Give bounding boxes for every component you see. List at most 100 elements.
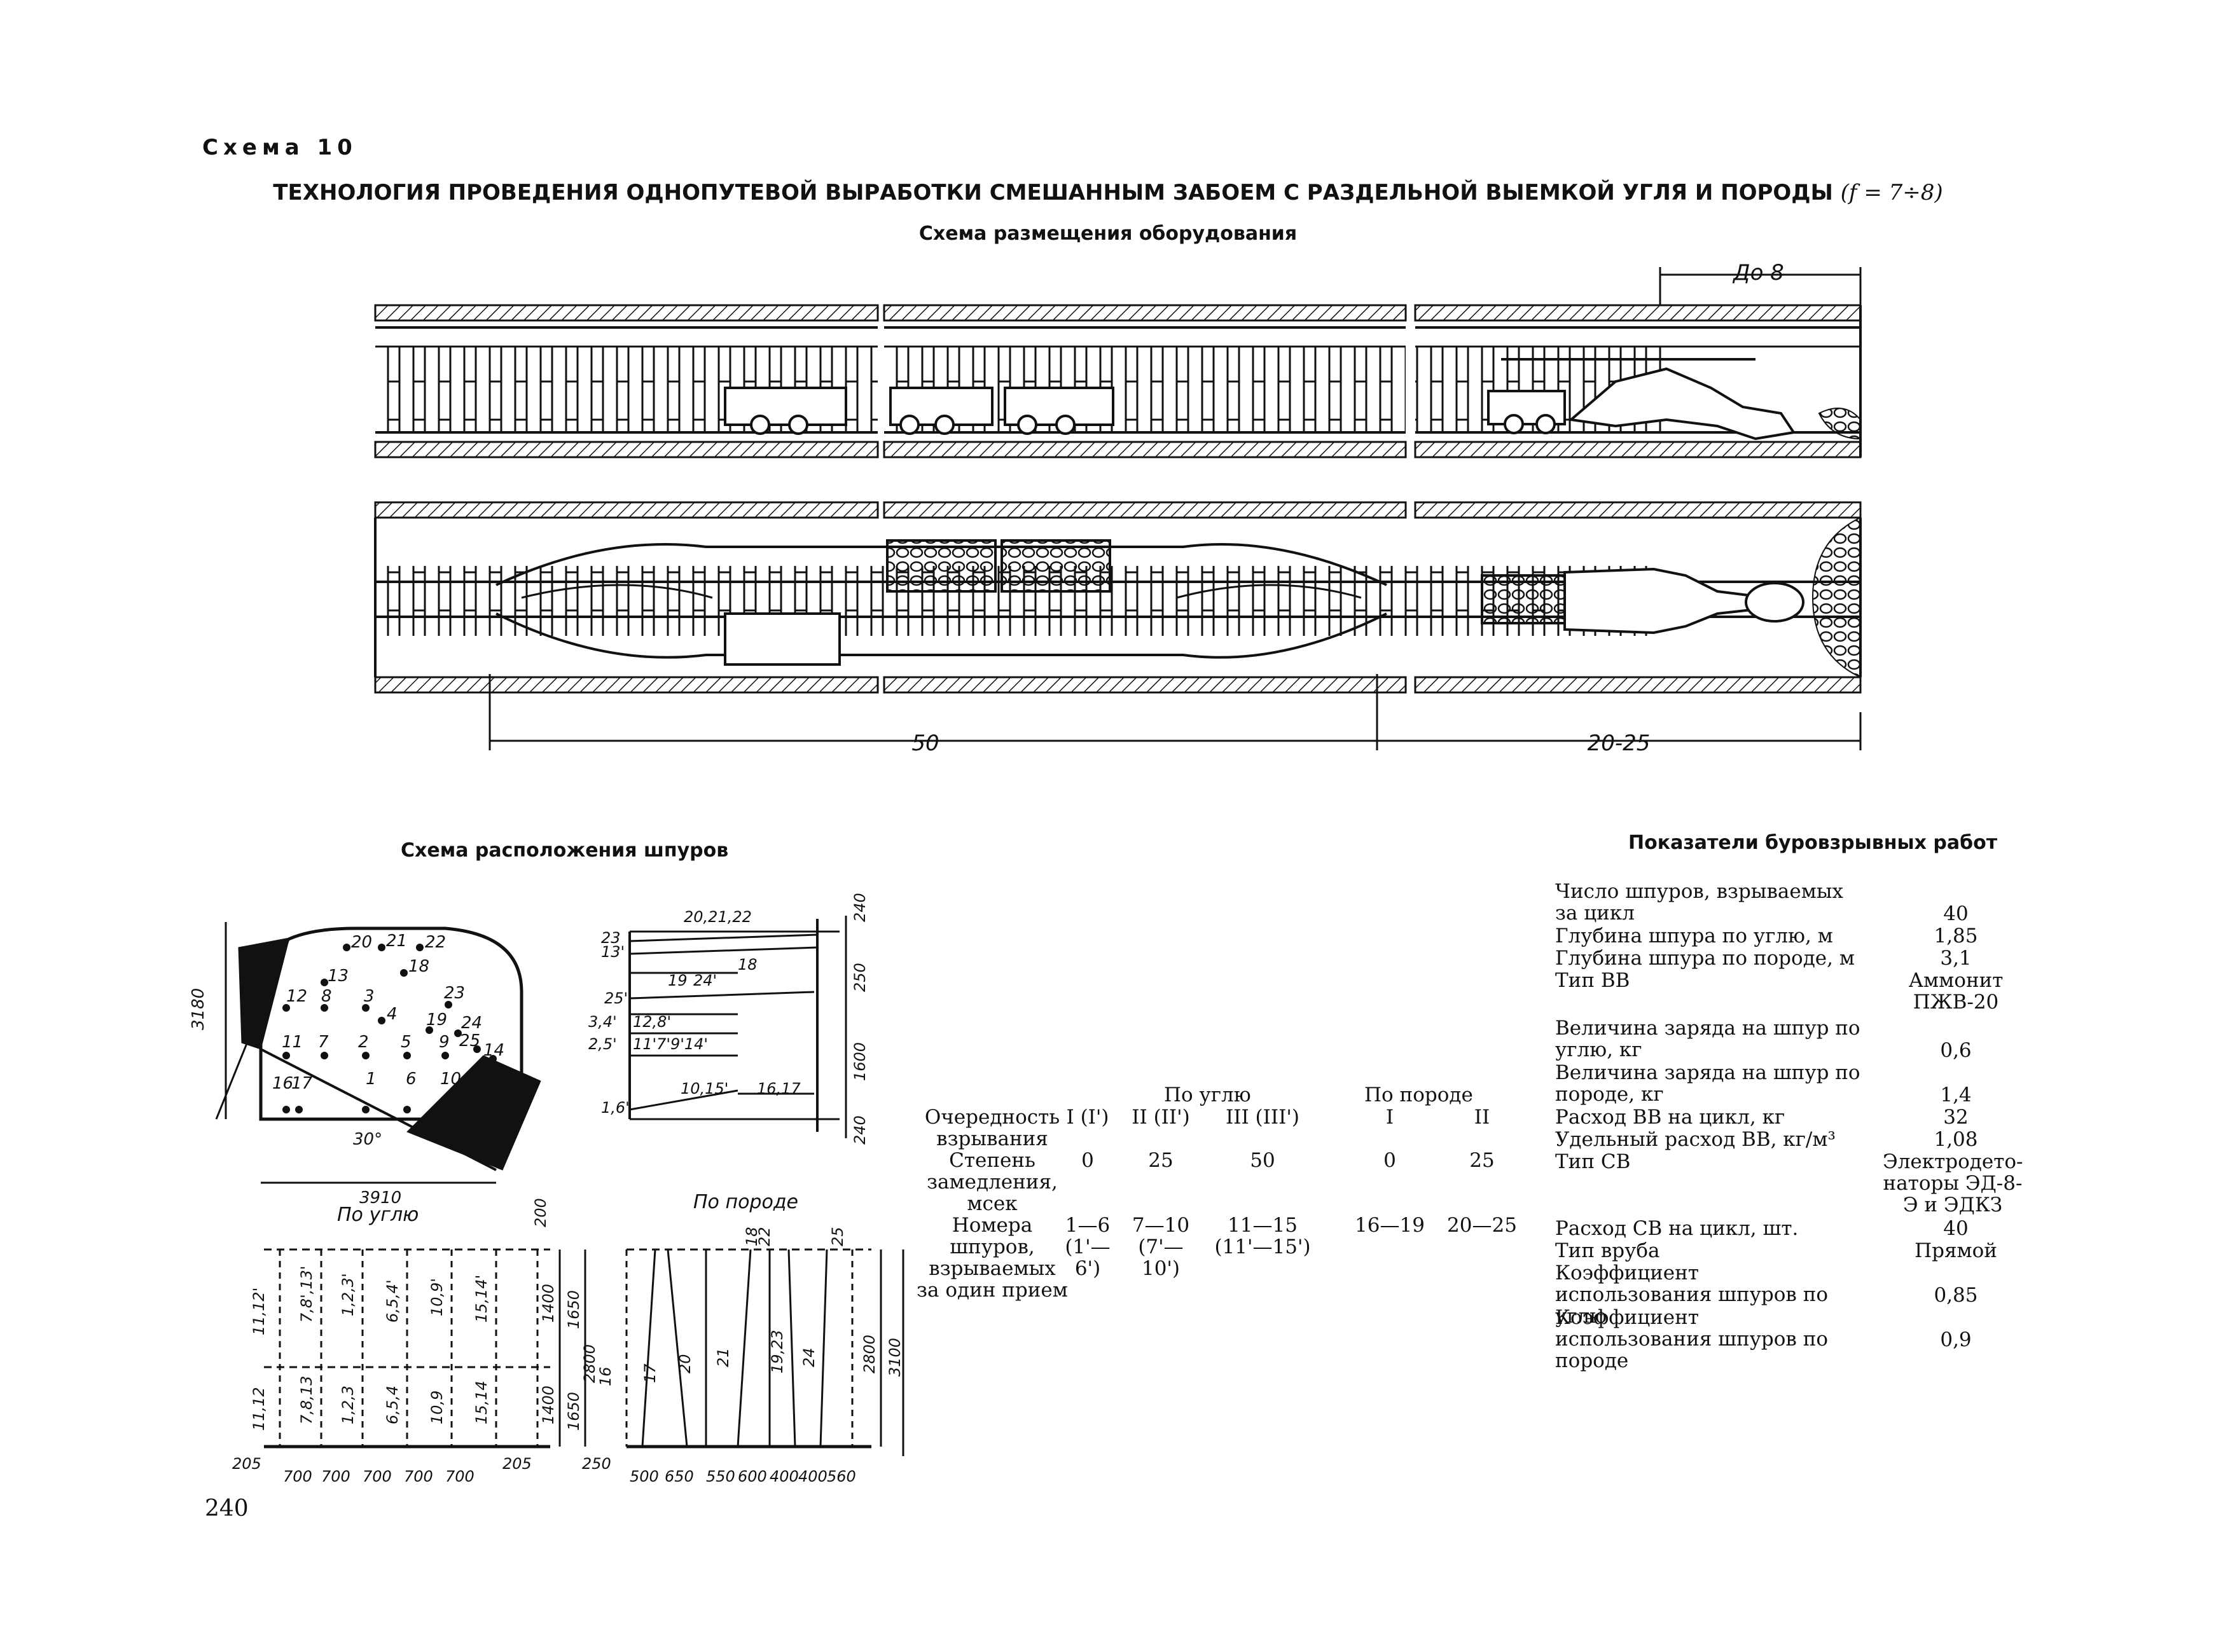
svg-text:19: 19	[426, 1010, 447, 1029]
coal-label-1: 7,8',13'	[298, 1265, 315, 1323]
cell: 25	[1148, 1149, 1174, 1172]
indicator-name: Величина заряда на шпур по породе, кг	[1555, 1061, 1860, 1106]
rock-label-2: 20	[676, 1354, 694, 1373]
svg-text:8: 8	[321, 987, 332, 1006]
coal-bdim-2: 700	[321, 1468, 350, 1485]
cell: 11—15 (11'—15')	[1214, 1214, 1311, 1258]
dim-label-top: До 8	[1732, 260, 1784, 286]
coal-label-9: 6,5,4	[384, 1386, 401, 1424]
rock-bdim-4: 600	[738, 1468, 767, 1485]
rock-label-4: 18	[743, 1227, 761, 1246]
cell: II	[1474, 1106, 1490, 1129]
rock-label-7: 24	[800, 1347, 818, 1367]
indicator-value: 3,1	[1940, 947, 1972, 970]
indicator-name: Глубина шпура по породе, м	[1555, 947, 1855, 970]
cell: 7—10 (7'— 10')	[1132, 1214, 1190, 1280]
cell: 1—6 (1'— 6')	[1065, 1214, 1111, 1280]
rock-bdim-7: 560	[827, 1468, 856, 1485]
indicators-title: Показатели буровзрывных работ	[1628, 832, 1998, 854]
page-number: 240	[205, 1496, 249, 1522]
equipment-scheme-drawing: До 8 50 20-25	[374, 260, 1862, 756]
side-label-24: 24'	[693, 972, 717, 989]
coal-label-5: 15,14'	[473, 1275, 490, 1323]
indicator-value: 0,6	[1940, 1039, 1972, 1062]
rock-label-1: 17	[641, 1363, 659, 1383]
side-label-13: 13'	[601, 943, 625, 961]
indicator-value: 40	[1943, 1217, 1969, 1240]
indicator-value: 0,85	[1934, 1284, 1978, 1307]
coal-dim-0: 200	[532, 1198, 550, 1227]
svg-text:5: 5	[401, 1033, 412, 1052]
indicator-name: Тип ВВ	[1555, 969, 1630, 992]
indicator-name: Удельный расход ВВ, кг/м³	[1555, 1128, 1836, 1151]
rock-label-0: 16	[597, 1366, 614, 1386]
coal-dim-4: 1400	[539, 1386, 557, 1424]
indicator-name: Величина заряда на шпур по углю, кг	[1555, 1017, 1860, 1061]
coal-bdim-5: 700	[445, 1468, 474, 1485]
row-name-order: Очередность взрывания	[924, 1106, 1060, 1150]
rock-dim-1: 3100	[886, 1338, 904, 1377]
title-suffix: (f = 7÷8)	[1840, 180, 1943, 205]
coal-label-8: 1,2,3	[339, 1386, 357, 1424]
side-dim-6: 1600	[851, 1042, 869, 1081]
svg-text:14: 14	[483, 1041, 504, 1060]
cell: II (II')	[1132, 1106, 1190, 1129]
svg-text:21: 21	[386, 932, 407, 951]
rock-bdim-5: 400	[770, 1468, 799, 1485]
cell: 0	[1081, 1149, 1094, 1172]
cell: III (III')	[1225, 1106, 1300, 1129]
coal-bdim-0: 205	[232, 1455, 261, 1473]
group-coal: По углю	[1164, 1084, 1251, 1106]
side-label-2-5: 2,5'	[588, 1035, 617, 1053]
rock-label-6: 22	[756, 1227, 773, 1246]
svg-text:16: 16	[272, 1074, 293, 1093]
coal-label-0: 11,12'	[250, 1288, 268, 1335]
svg-text:4: 4	[387, 1005, 398, 1024]
coal-bdim-1: 700	[283, 1468, 312, 1485]
dim-label-50: 50	[911, 731, 939, 756]
side-label-18: 18	[738, 956, 758, 974]
indicator-value: 40	[1943, 902, 1969, 925]
indicator-value: 1,85	[1934, 925, 1978, 947]
svg-text:24: 24	[461, 1014, 482, 1033]
svg-text:22: 22	[425, 933, 446, 952]
side-label-16-17: 16,17	[757, 1080, 801, 1098]
hole-layout-title: Схема расположения шпуров	[401, 839, 729, 862]
indicator-value: Прямой	[1915, 1239, 1997, 1262]
rock-label-8: 25	[829, 1227, 847, 1246]
side-label-3-4: 3,4'	[588, 1013, 617, 1031]
cell: 16—19	[1355, 1214, 1425, 1237]
rock-section-title: По породе	[693, 1191, 798, 1213]
indicator-name: Тип вруба	[1555, 1239, 1660, 1262]
svg-text:7: 7	[318, 1033, 329, 1052]
rock-bdim-3: 550	[706, 1468, 735, 1485]
indicator-name: Тип СВ	[1555, 1150, 1631, 1173]
side-label-1-6: 1,6'	[601, 1099, 630, 1117]
cell: 20—25	[1447, 1214, 1517, 1237]
coal-label-2: 1,2,3'	[339, 1273, 357, 1316]
title-text: ТЕХНОЛОГИЯ ПРОВЕДЕНИЯ ОДНОПУТЕВОЙ ВЫРАБО…	[273, 180, 1833, 205]
svg-text:25: 25	[459, 1031, 480, 1050]
indicator-value: 1,08	[1934, 1128, 1978, 1151]
coal-label-6: 11,12	[250, 1387, 268, 1431]
coal-bdim-3: 700	[363, 1468, 392, 1485]
scheme-label: Схема 10	[202, 135, 357, 160]
indicator-value: Электродето-наторы ЭД-8-Э и ЭДКЗ	[1883, 1150, 2023, 1216]
coal-dim-5: 1650	[565, 1392, 583, 1431]
coal-bdim-4: 700	[404, 1468, 433, 1485]
indicator-value: 32	[1943, 1106, 1969, 1129]
svg-text:10: 10	[440, 1070, 461, 1089]
row-name-holes: Номера шпуров, взрываемых за один прием	[917, 1214, 1068, 1302]
coal-section-title: По углю	[337, 1204, 419, 1226]
rock-dim-0: 2800	[861, 1335, 878, 1373]
cell: 50	[1250, 1149, 1275, 1172]
side-dim-7: 240	[851, 1115, 869, 1145]
svg-text:18: 18	[408, 957, 429, 976]
svg-text:11: 11	[282, 1033, 303, 1052]
indicator-name: Глубина шпура по углю, м	[1555, 925, 1833, 947]
svg-text:6: 6	[406, 1070, 417, 1089]
svg-text:3: 3	[364, 987, 375, 1006]
indicator-name: Число шпуров, взрываемых за цикл	[1555, 880, 1844, 925]
side-label-12-8: 12,8'	[633, 1013, 671, 1031]
side-label-23: 23	[601, 929, 621, 947]
